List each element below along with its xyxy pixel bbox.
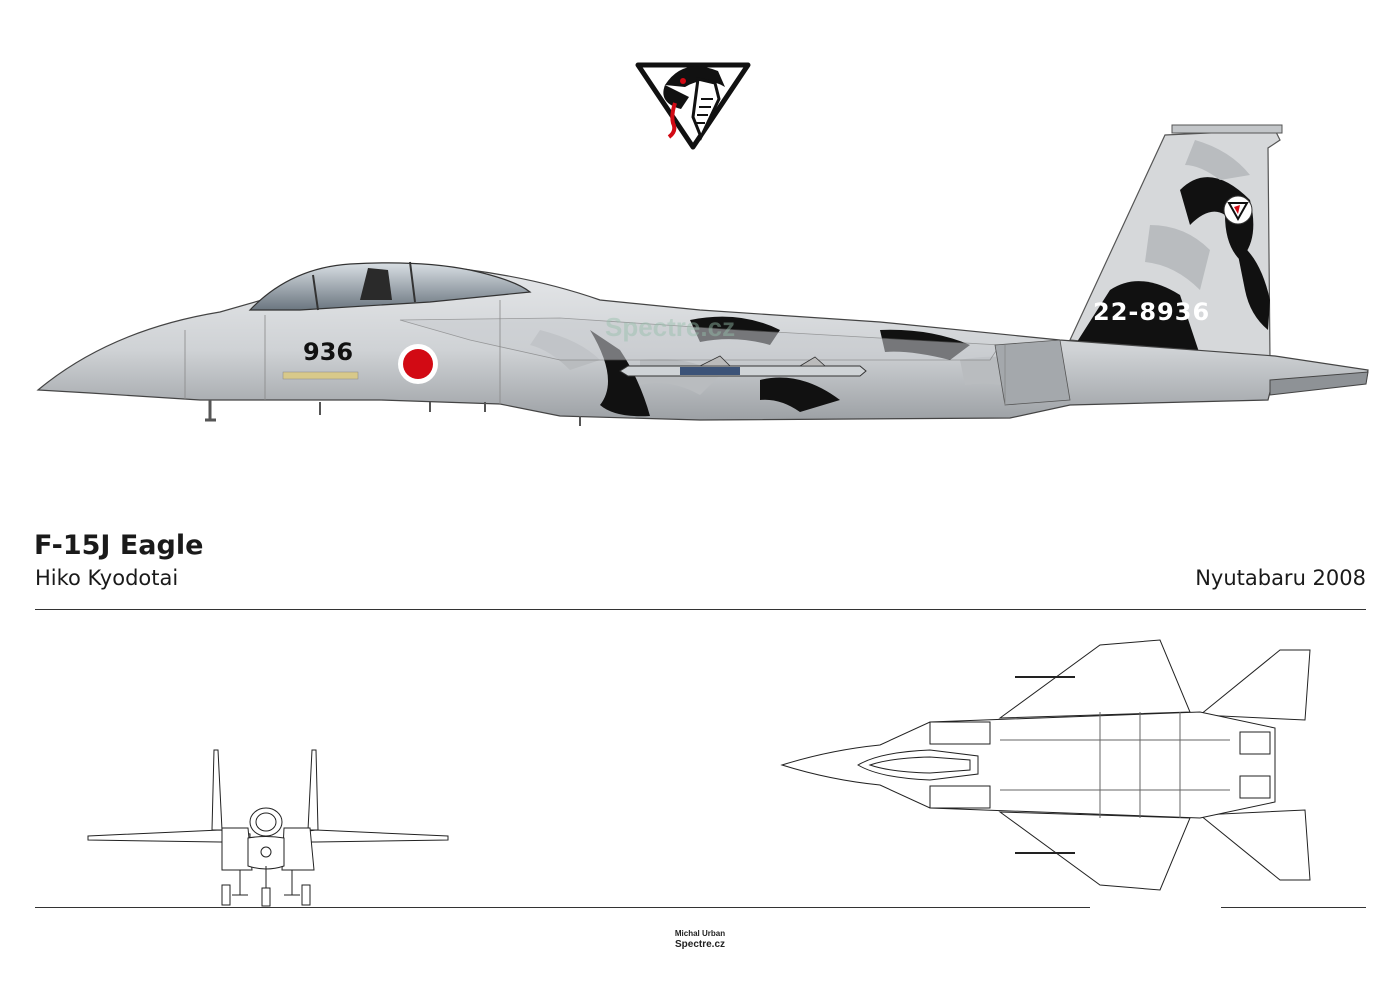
ground-line-left [35, 907, 1090, 908]
divider-line [35, 609, 1366, 610]
aircraft-title: F-15J Eagle [34, 530, 204, 561]
watermark: Spectre.cz [605, 312, 736, 342]
author-credit: Michal Urban [674, 929, 726, 938]
location-year: Nyutabaru 2008 [1195, 566, 1366, 590]
nose-number: 936 [303, 338, 354, 366]
site-credit: Spectre.cz [674, 939, 726, 950]
unit-name: Hiko Kyodotai [35, 566, 179, 590]
ground-line-right [1221, 907, 1366, 908]
tail-serial: 22-8936 [1093, 298, 1211, 326]
